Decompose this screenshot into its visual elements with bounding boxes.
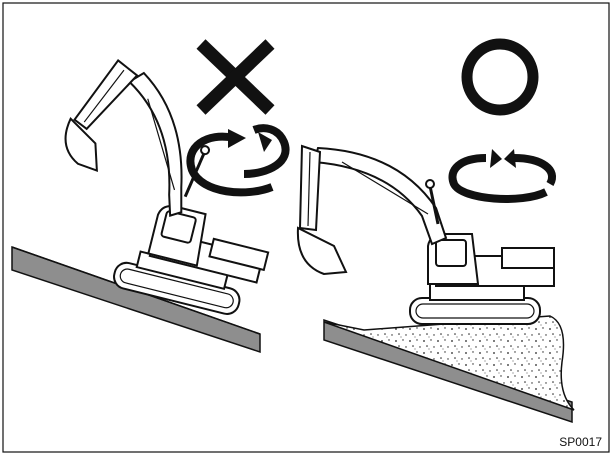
swing-rotation-arrows-icon: [448, 149, 556, 203]
circle-mark-icon: [461, 38, 539, 116]
swing-rotation-arrows-icon: [186, 124, 290, 197]
cross-mark-icon: [196, 39, 275, 115]
left-excavator-tilted: [64, 59, 270, 315]
gravel-pad: [323, 315, 575, 411]
figure-code: SP0017: [559, 435, 602, 449]
right-excavator-level: [296, 144, 555, 325]
